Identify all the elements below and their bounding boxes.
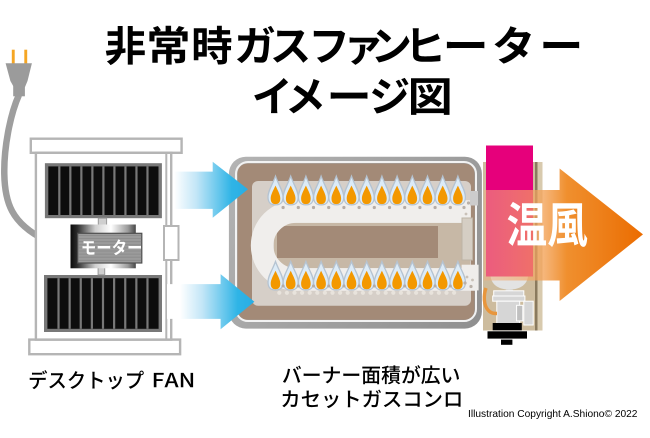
svg-text:Illustration Copyright A.Shion: Illustration Copyright A.Shiono© 2022 <box>468 409 638 420</box>
